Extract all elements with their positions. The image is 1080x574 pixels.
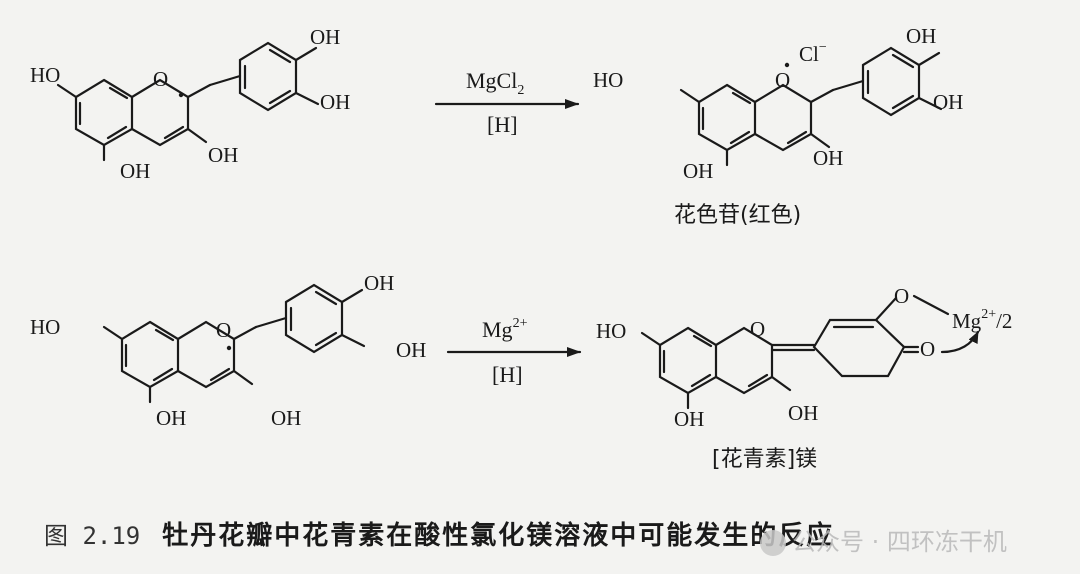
chelate-oxygen-label: O xyxy=(894,284,909,308)
hydroxyl-label: OH xyxy=(933,90,963,114)
figure-number: 图 2.19 xyxy=(44,522,141,550)
watermark: 公众号 · 四环冻干机 xyxy=(760,522,1007,557)
reaction2-arrow: Mg2+ [H] xyxy=(446,316,582,387)
ring-oxygen-label: O xyxy=(153,67,168,91)
phenyl-ring xyxy=(232,283,366,354)
hydroxyl-label: OH xyxy=(156,406,186,430)
hydroxyl-label: OH xyxy=(813,146,843,170)
mg-bond xyxy=(912,294,950,316)
hydroxyl-label: OH xyxy=(208,143,238,167)
reagent-label: Mg2+ xyxy=(482,316,528,342)
hydroxyl-label: OH xyxy=(271,406,301,430)
hydroxyl-label: HO xyxy=(593,68,623,92)
figure-caption: 图 2.19 牡丹花瓣中花青素在酸性氯化镁溶液中可能发生的反应 xyxy=(44,515,1044,555)
ring-oxygen-label: O xyxy=(750,317,765,341)
hydroxyl-label: OH xyxy=(310,25,340,49)
chelate-oxygen-label: O xyxy=(920,337,935,361)
cation-dot xyxy=(784,62,790,68)
hydroxyl-label: OH xyxy=(788,401,818,425)
chromene-skeleton xyxy=(102,320,254,404)
hydroxyl-label: OH xyxy=(683,159,713,183)
ring-oxygen-label: O xyxy=(775,68,790,92)
hydroxyl-label: OH xyxy=(364,271,394,295)
watermark-text: 公众号 · 四环冻干机 xyxy=(792,528,1007,556)
chromene-skeleton xyxy=(56,78,208,162)
product-name: 花色苷(红色) xyxy=(674,203,801,228)
counterion-label: Cl− xyxy=(799,40,827,66)
wechat-icon xyxy=(760,530,786,556)
chromene-skeleton xyxy=(640,326,792,410)
reaction1-product: HO OH OH OH OH O Cl− xyxy=(593,24,963,183)
hydroxyl-label: OH xyxy=(906,24,936,48)
radical-dot xyxy=(178,92,184,98)
phenyl-ring xyxy=(809,46,943,117)
reagent-label: MgCl2 xyxy=(466,68,524,98)
hydroxyl-label: HO xyxy=(30,315,60,339)
quinoid-ring xyxy=(770,296,920,378)
radical-dot xyxy=(226,345,232,351)
metal-label: Mg2+/2 xyxy=(952,307,1012,333)
hydroxyl-label: OH xyxy=(120,159,150,183)
condition-label: [H] xyxy=(492,362,523,387)
hydroxyl-label: OH xyxy=(320,90,350,114)
hydroxyl-label: OH xyxy=(396,338,426,362)
phenyl-ring xyxy=(186,41,320,112)
hydroxyl-label: HO xyxy=(596,319,626,343)
hydroxyl-label: HO xyxy=(30,63,60,87)
chromene-skeleton xyxy=(679,83,831,167)
condition-label: [H] xyxy=(487,112,518,137)
reaction1-reactant: HO OH OH OH OH O xyxy=(30,25,350,183)
hydroxyl-label: OH xyxy=(674,407,704,431)
reaction1-arrow: MgCl2 [H] xyxy=(434,68,580,137)
ring-oxygen-label: O xyxy=(216,318,231,342)
product-name: [花青素]镁 xyxy=(712,447,817,472)
reaction2-product: HO OH OH O O O Mg2+/2 xyxy=(596,284,1012,431)
reaction2-reactant: HO OH OH OH OH O xyxy=(30,271,426,430)
caption-text: 牡丹花瓣中花青素在酸性氯化镁溶液中可能发生的反应 xyxy=(162,521,835,551)
coordination-arrow xyxy=(940,330,980,354)
